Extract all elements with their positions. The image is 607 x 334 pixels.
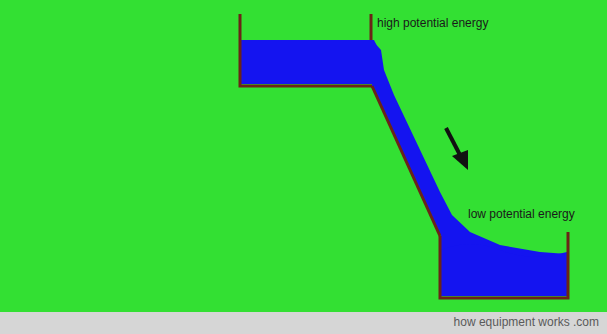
energy-label: low potential energy: [468, 207, 575, 221]
lower-water: [441, 244, 567, 296]
arrow-head: [452, 150, 468, 170]
lower-tank-wall: [440, 232, 568, 298]
upper-tank-wall: [240, 14, 372, 86]
flow-arrow: [446, 128, 460, 155]
flowing-water: [372, 40, 567, 296]
watermark-bar: [0, 312, 607, 334]
upper-water: [241, 40, 382, 84]
watermark: how equipment works .com: [454, 315, 599, 329]
energy-label: high potential energy: [377, 16, 488, 30]
upper-tank-wall: [370, 14, 373, 40]
chute: [372, 86, 440, 236]
